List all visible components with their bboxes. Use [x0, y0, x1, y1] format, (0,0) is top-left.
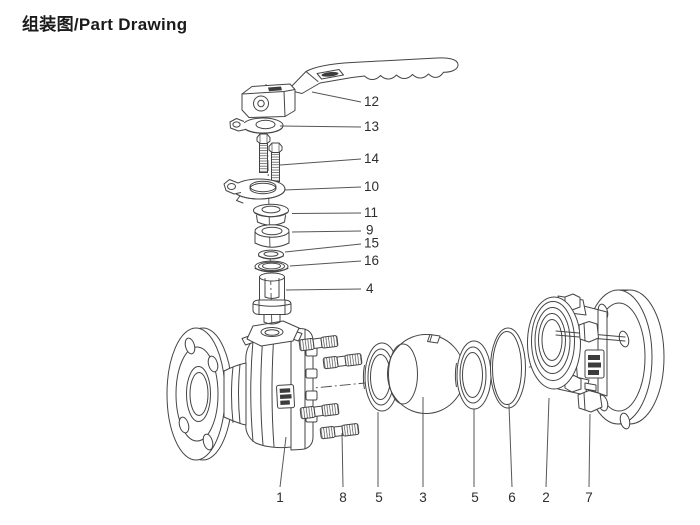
valve-body-part-1	[166, 320, 318, 461]
gland-bushing-part-11	[253, 203, 289, 226]
cap-name-plate	[584, 349, 605, 379]
handle-lock-plate-part-13	[229, 117, 284, 134]
callout-label-13: 13	[364, 119, 379, 134]
callout-label-14: 14	[364, 151, 380, 166]
stem-stop-plate-part-10	[223, 178, 286, 204]
ball-part-3	[387, 334, 465, 414]
callout-label-1: 1	[276, 490, 284, 505]
body-name-plate	[276, 384, 296, 409]
handle-part-12	[241, 57, 459, 118]
callout-label-3: 3	[419, 490, 427, 505]
page-title: 组装图/Part Drawing	[22, 15, 188, 34]
callout-label-2: 2	[542, 490, 550, 505]
callout-label-10: 10	[364, 179, 379, 194]
callout-label-6: 6	[508, 490, 516, 505]
callout-label-5-left: 5	[375, 490, 383, 505]
callout-label-16: 16	[364, 253, 379, 268]
callout-label-8: 8	[339, 490, 347, 505]
washer-part-15	[258, 249, 284, 260]
washer-part-16	[254, 260, 289, 273]
end-cap-part-2	[527, 289, 665, 430]
callout-label-4: 4	[366, 281, 374, 296]
packing-ring-part-9	[254, 224, 290, 248]
callout-label-9: 9	[366, 223, 374, 238]
callout-label-12: 12	[364, 94, 379, 109]
callout-leader-lines	[279, 91, 591, 488]
nut-part-7	[577, 382, 603, 413]
callout-labels: 12 13 14 10 11 9 15 16 4 1 8 5 3 5 6 2 7	[276, 94, 593, 505]
callout-label-7: 7	[585, 490, 593, 505]
callout-label-11: 11	[364, 205, 378, 220]
seat-ring-part-5-right	[454, 340, 492, 410]
stem-part-4	[252, 272, 292, 325]
gasket-part-6	[490, 327, 526, 409]
callout-label-15: 15	[364, 236, 379, 251]
bolts-part-14	[256, 133, 283, 182]
callout-label-5-right: 5	[471, 490, 479, 505]
